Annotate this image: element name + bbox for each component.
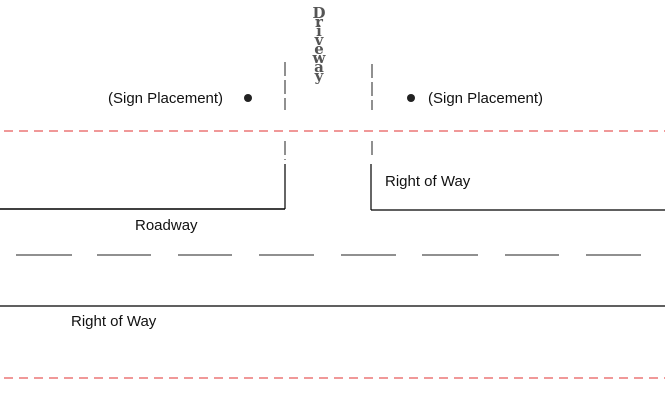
driveway-letter: r xyxy=(315,13,324,31)
driveway-letter: i xyxy=(316,22,322,40)
driveway-letter: w xyxy=(312,49,327,67)
driveway-label: Driveway xyxy=(312,4,327,85)
sign-marker-left xyxy=(244,94,252,102)
sign-marker-right xyxy=(407,94,415,102)
right-of-way-label-lower: Right of Way xyxy=(71,313,157,330)
driveway-letter: a xyxy=(314,58,324,76)
driveway-letter: y xyxy=(314,67,325,85)
driveway-letter: D xyxy=(312,4,325,22)
driveway-letter: v xyxy=(314,31,325,49)
roadway-label: Roadway xyxy=(135,217,198,234)
sign-placement-right-label: (Sign Placement) xyxy=(428,90,543,107)
right-of-way-label-upper: Right of Way xyxy=(385,173,471,190)
sign-placement-left-label: (Sign Placement) xyxy=(108,90,223,107)
driveway-letter: e xyxy=(314,40,324,58)
